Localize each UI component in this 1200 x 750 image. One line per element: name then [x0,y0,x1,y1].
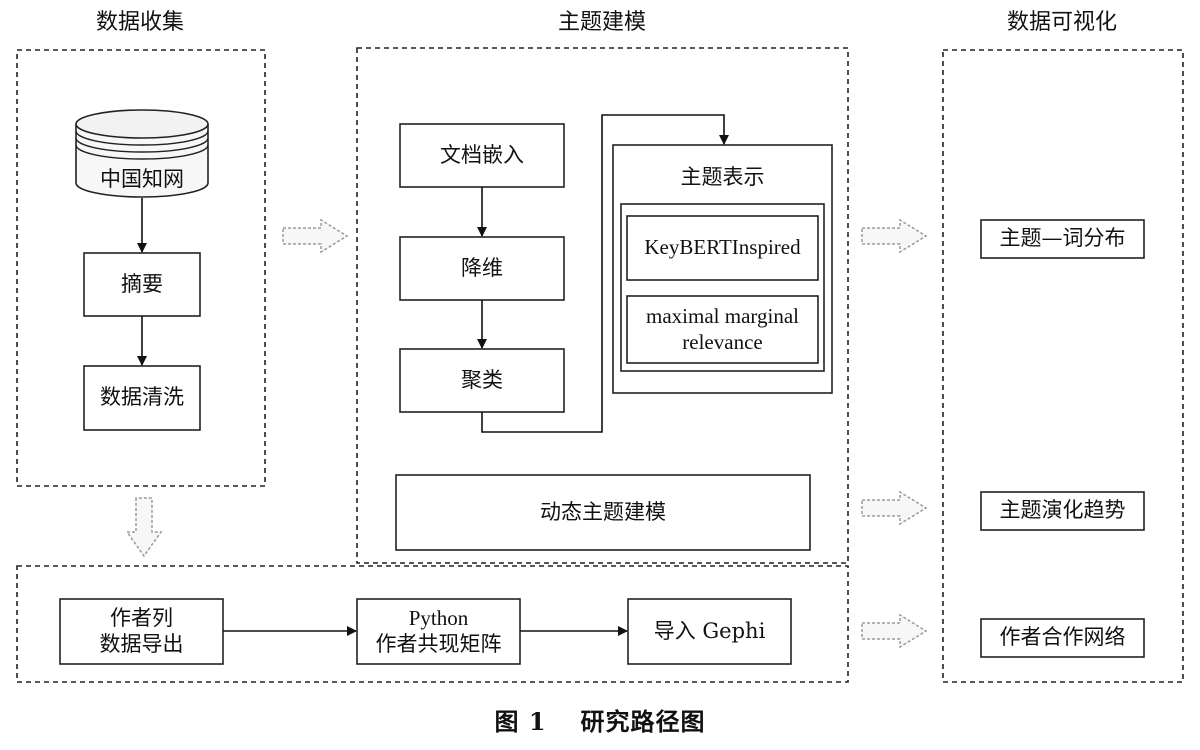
python-box [356,598,521,665]
flow-arrow-collect-to-model [282,218,349,254]
database-label: 中国知网 [100,167,184,192]
flow-arrow-collect-down [125,497,163,558]
topic-word-label: 主题—词分布 [999,226,1126,251]
arrow-cluster-to-repr [481,114,729,433]
reduce-label: 降维 [461,255,503,280]
python-label-line1: Python [408,606,469,631]
network-box [980,618,1145,658]
repr-title: 主题表示 [680,165,765,190]
topic-word-box [980,219,1145,259]
keybert-box [626,215,819,281]
mmr-box [626,295,819,364]
export-label: 作者列 数据导出 [60,599,223,664]
python-label: Python 作者共现矩阵 [357,599,520,664]
dynamic-label: 动态主题建模 [540,499,666,524]
flow-arrow-author-to-network [861,613,928,649]
abstract-box [83,252,201,317]
clean-label: 数据清洗 [100,385,184,410]
abstract-label: 摘要 [121,271,163,296]
export-label-line2: 数据导出 [99,631,184,656]
flow-arrow-dynamic-to-evolution [861,490,928,526]
reduce-box [399,236,565,301]
section-title-collect: 数据收集 [95,9,184,35]
embed-box [399,123,565,188]
keybert-label: KeyBERTInspired [644,235,801,260]
gephi-box [627,598,792,665]
cluster-box [399,348,565,413]
gephi-label: 导入 Gephi [653,618,766,643]
flow-arrow-model-to-topic-word [861,218,928,254]
clean-box [83,365,201,431]
evolution-box [980,491,1145,531]
figure-caption: 图 1 研究路径图 [400,700,800,744]
section-title-viz: 数据可视化 [1006,9,1117,35]
database-cylinder-icon [75,109,209,198]
mmr-label-line2: relevance [682,329,763,354]
export-label-line1: 作者列 [110,606,173,631]
mmr-label: maximal marginal relevance [627,296,818,363]
author-section-frame [16,565,849,683]
figure-caption-label: 图 1 [494,706,547,736]
model-section-frame [356,47,849,564]
dynamic-box [395,474,811,551]
cluster-label: 聚类 [461,367,503,392]
python-label-line2: 作者共现矩阵 [375,631,502,656]
section-title-model: 主题建模 [557,9,646,35]
embed-label: 文档嵌入 [440,142,524,167]
figure-caption-title: 研究路径图 [580,706,706,736]
export-box [59,598,224,665]
network-label: 作者合作网络 [999,625,1126,650]
evolution-label: 主题演化趋势 [999,498,1126,523]
viz-section-frame [942,49,1184,683]
mmr-label-line1: maximal marginal [646,304,799,329]
